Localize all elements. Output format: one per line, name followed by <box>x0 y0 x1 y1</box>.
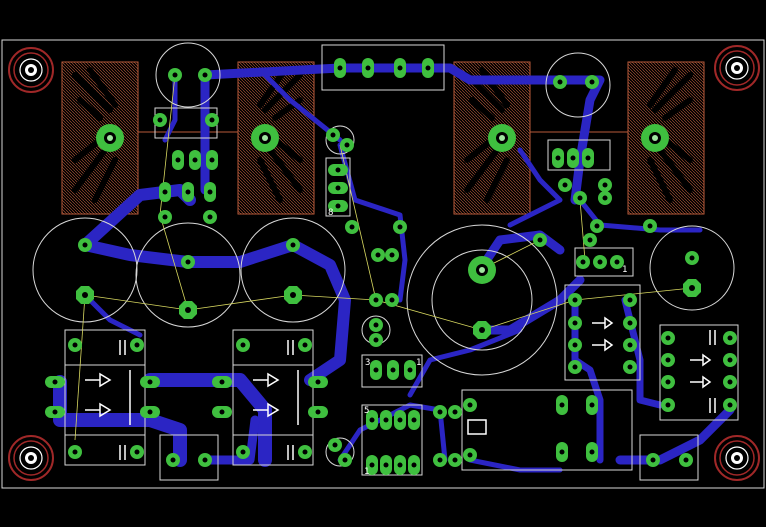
reg-pin1-label: 1 <box>416 358 421 368</box>
ic-pin5-label: 5 <box>364 406 369 416</box>
mount-hole-top-right <box>714 45 760 91</box>
mount-hole-bottom-left <box>8 435 54 481</box>
reg-pin3-label: 3 <box>365 358 370 368</box>
capacitor-outlines <box>32 42 735 467</box>
connector-pin1-label: 1 <box>622 265 627 275</box>
board-outline <box>1 39 765 489</box>
mount-hole-top-left <box>8 47 54 93</box>
ic-pin1-label: 1 <box>364 467 369 477</box>
connector-pin8-label: 8 <box>328 208 333 218</box>
diode-markings <box>85 316 716 460</box>
mount-hole-bottom-right <box>714 435 760 481</box>
component-outlines <box>64 44 739 481</box>
